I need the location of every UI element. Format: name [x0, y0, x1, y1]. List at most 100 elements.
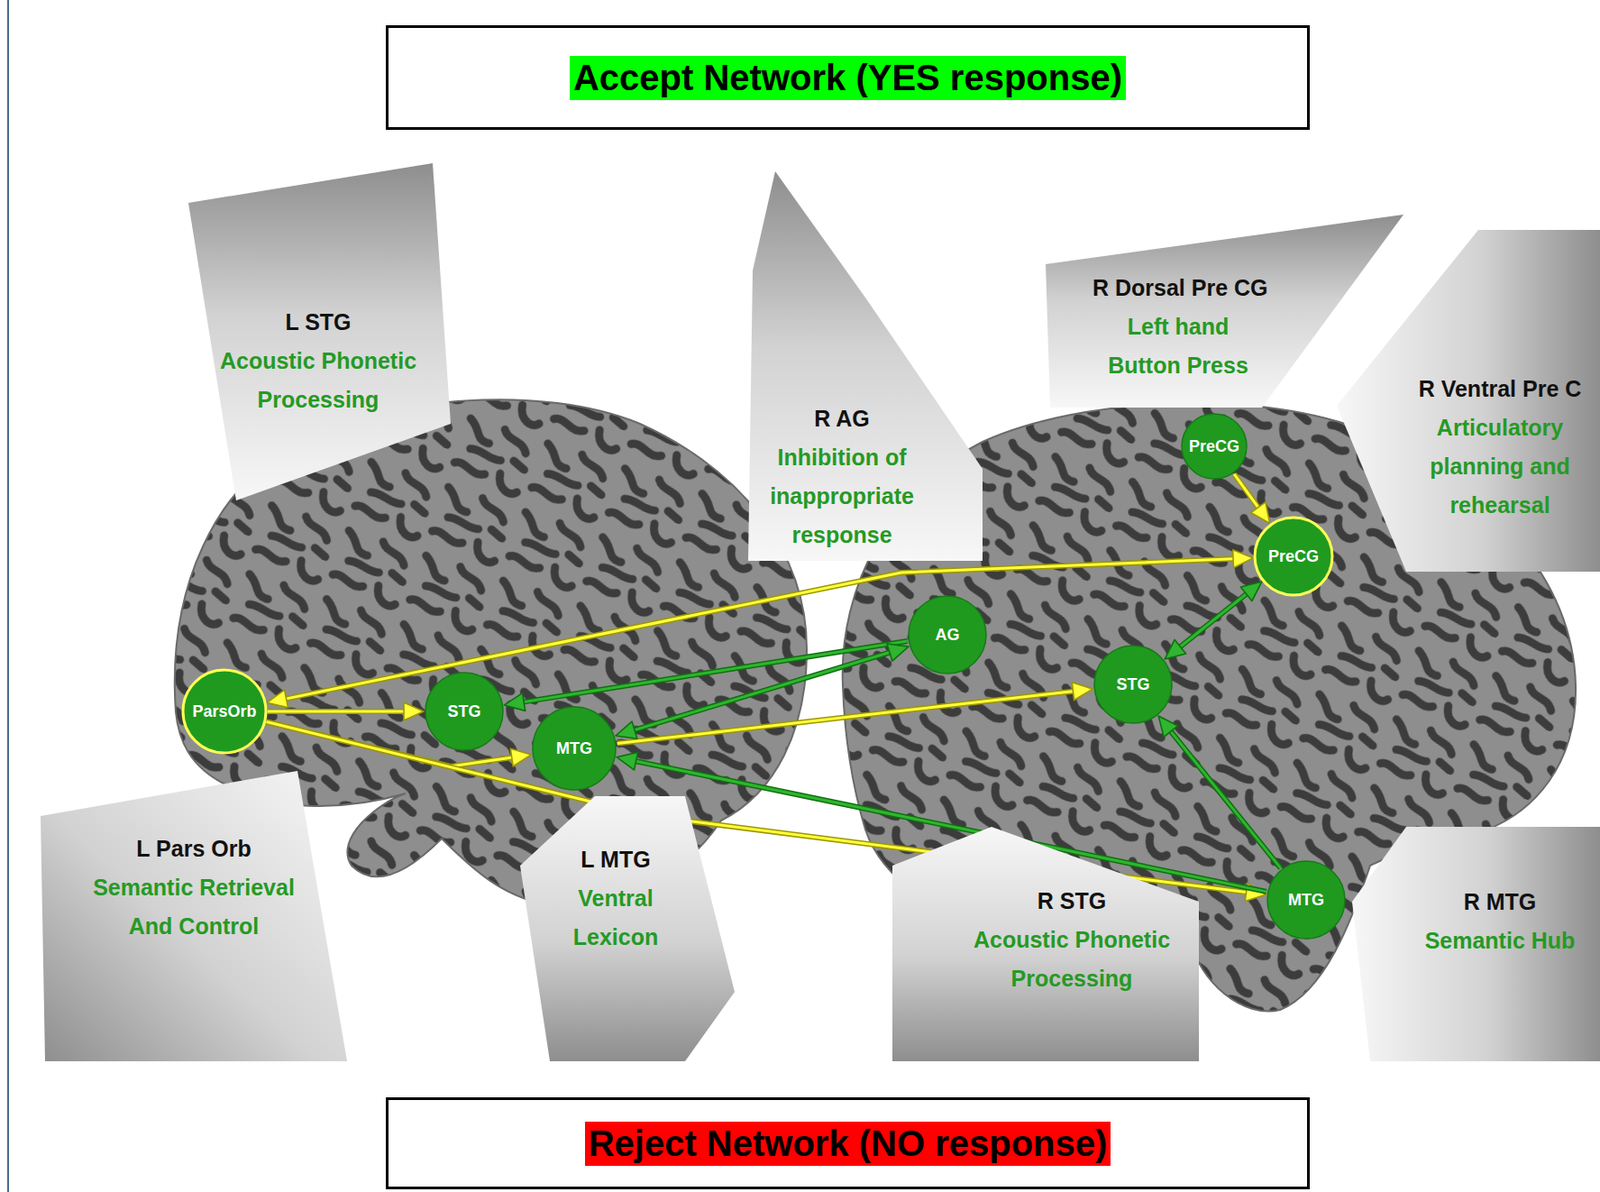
- region-abbrev: PreCG: [1268, 547, 1319, 567]
- connector-line: [266, 722, 1253, 894]
- circle-label: MTG: [556, 739, 593, 759]
- callout-polygon: [892, 826, 1199, 1061]
- callout-polygon: [1336, 229, 1600, 572]
- connector-outline: [1167, 727, 1281, 869]
- callout-text: L STGAcoustic Phonetic Processing: [196, 302, 440, 420]
- region-function: Inhibition of inappropriate response: [751, 438, 933, 555]
- arrowhead: [1164, 639, 1186, 659]
- region-abbrev: MTG: [1288, 890, 1325, 910]
- region-circle: [1181, 413, 1247, 479]
- connector-outline: [518, 640, 907, 703]
- connector-line: [1176, 590, 1252, 650]
- callout-text: L Pars OrbSemantic Retrieval And Control: [72, 829, 316, 946]
- connector-outline: [1176, 590, 1252, 650]
- arrowhead: [1251, 502, 1271, 524]
- region-name: L STG: [196, 302, 440, 342]
- callout-polygon: [1045, 214, 1404, 408]
- arrowhead: [510, 748, 531, 767]
- region-function: Acoustic Phonetic Processing: [196, 341, 440, 420]
- region-name: R Ventral Pre C: [1417, 369, 1584, 409]
- region-circle: [425, 672, 503, 750]
- caption-text: Reject Network (NO response): [585, 1121, 1112, 1166]
- region-circle: [532, 706, 616, 790]
- circle-label: PreCG: [1188, 437, 1240, 457]
- connector-outline: [1234, 474, 1262, 512]
- arrowhead: [616, 751, 639, 770]
- arrowhead: [1233, 549, 1253, 568]
- region-name: L Pars Orb: [72, 829, 316, 869]
- callout-panel: R AGInhibition of inappropriate response: [748, 171, 983, 561]
- region-function: Semantic Retrieval And Control: [72, 868, 316, 946]
- region-node: STG: [423, 670, 505, 752]
- callout-panel: R Ventral Pre CArticulatory planning and…: [1336, 229, 1600, 572]
- region-node: STG: [1092, 643, 1174, 725]
- connector: [267, 702, 424, 721]
- title-text: Accept Network (YES response): [569, 55, 1126, 101]
- region-name: R Dorsal Pre CG: [1092, 268, 1264, 308]
- region-circle: [182, 669, 266, 753]
- region-circle: [1267, 860, 1345, 939]
- region-abbrev: AG: [935, 625, 960, 645]
- arrowhead: [403, 702, 424, 721]
- callout-shape: [1045, 214, 1404, 408]
- connector-outline: [629, 650, 895, 732]
- region-abbrev: STG: [447, 702, 481, 722]
- frame-line: [7, 0, 10, 1192]
- circle-label: STG: [1115, 675, 1150, 695]
- arrowhead: [1240, 581, 1262, 602]
- connector: [1234, 474, 1270, 524]
- caption-box: Reject Network (NO response): [385, 1097, 1310, 1189]
- region-abbrev: ParsOrb: [192, 702, 256, 722]
- callout-panel: L MTGVentral Lexicon: [520, 795, 735, 1061]
- callout-polygon: [520, 795, 735, 1061]
- callout-polygon: [1352, 826, 1600, 1061]
- callout-text: L MTGVentral Lexicon: [552, 840, 679, 957]
- region-name: R STG: [950, 881, 1194, 921]
- region-circle: [908, 595, 987, 674]
- circle-label: STG: [447, 702, 481, 722]
- callout-text: R AGInhibition of inappropriate response: [751, 399, 933, 555]
- connector-line: [1234, 474, 1262, 512]
- callout-panel: R STGAcoustic Phonetic Processing: [892, 826, 1199, 1061]
- callout-text: R Ventral Pre CArticulatory planning and…: [1417, 369, 1584, 525]
- region-name: R MTG: [1400, 882, 1600, 922]
- connector-line: [518, 640, 907, 703]
- region-function: Left hand Button Press: [1092, 307, 1264, 385]
- connector: [503, 640, 907, 711]
- region-node: ParsOrb: [181, 667, 268, 755]
- connector-line: [629, 650, 895, 732]
- arrowhead: [1071, 682, 1093, 701]
- connector-line: [267, 710, 410, 714]
- region-function: Articulatory planning and rehearsal: [1417, 408, 1584, 525]
- callout-text: R Dorsal Pre CGLeft hand Button Press: [1092, 268, 1264, 385]
- connector: [615, 643, 909, 739]
- region-node: AG: [906, 594, 988, 676]
- callout-polygon: [188, 163, 451, 501]
- region-node: MTG: [1265, 859, 1347, 941]
- callout-panel: L Pars OrbSemantic Retrieval And Control: [40, 770, 348, 1061]
- region-node: PreCG: [1179, 411, 1249, 481]
- connector-outline: [267, 708, 410, 714]
- title-box: Accept Network (YES response): [385, 25, 1310, 130]
- region-function: Acoustic Phonetic Processing: [950, 920, 1194, 998]
- arrowhead: [1158, 715, 1179, 737]
- circle-label: PreCG: [1268, 547, 1319, 567]
- connector: [1158, 715, 1281, 869]
- arrowhead: [886, 643, 909, 661]
- circle-label: AG: [935, 625, 960, 645]
- arrowhead: [266, 689, 289, 708]
- callout-panel: R MTGSemantic Hub: [1352, 826, 1600, 1061]
- callout-polygon: [748, 171, 983, 561]
- callout-text: R STGAcoustic Phonetic Processing: [950, 881, 1194, 998]
- callout-panel: L STGAcoustic Phonetic Processing: [188, 163, 451, 501]
- region-function: Ventral Lexicon: [552, 878, 679, 957]
- region-circle: [1254, 517, 1333, 595]
- connector: [1164, 581, 1262, 659]
- region-name: L MTG: [552, 840, 679, 879]
- region-name: R AG: [751, 399, 933, 439]
- region-node: PreCG: [1252, 515, 1335, 597]
- connector-line: [1167, 727, 1281, 869]
- region-abbrev: PreCG: [1188, 437, 1240, 457]
- callout-text: R MTGSemantic Hub: [1400, 882, 1600, 960]
